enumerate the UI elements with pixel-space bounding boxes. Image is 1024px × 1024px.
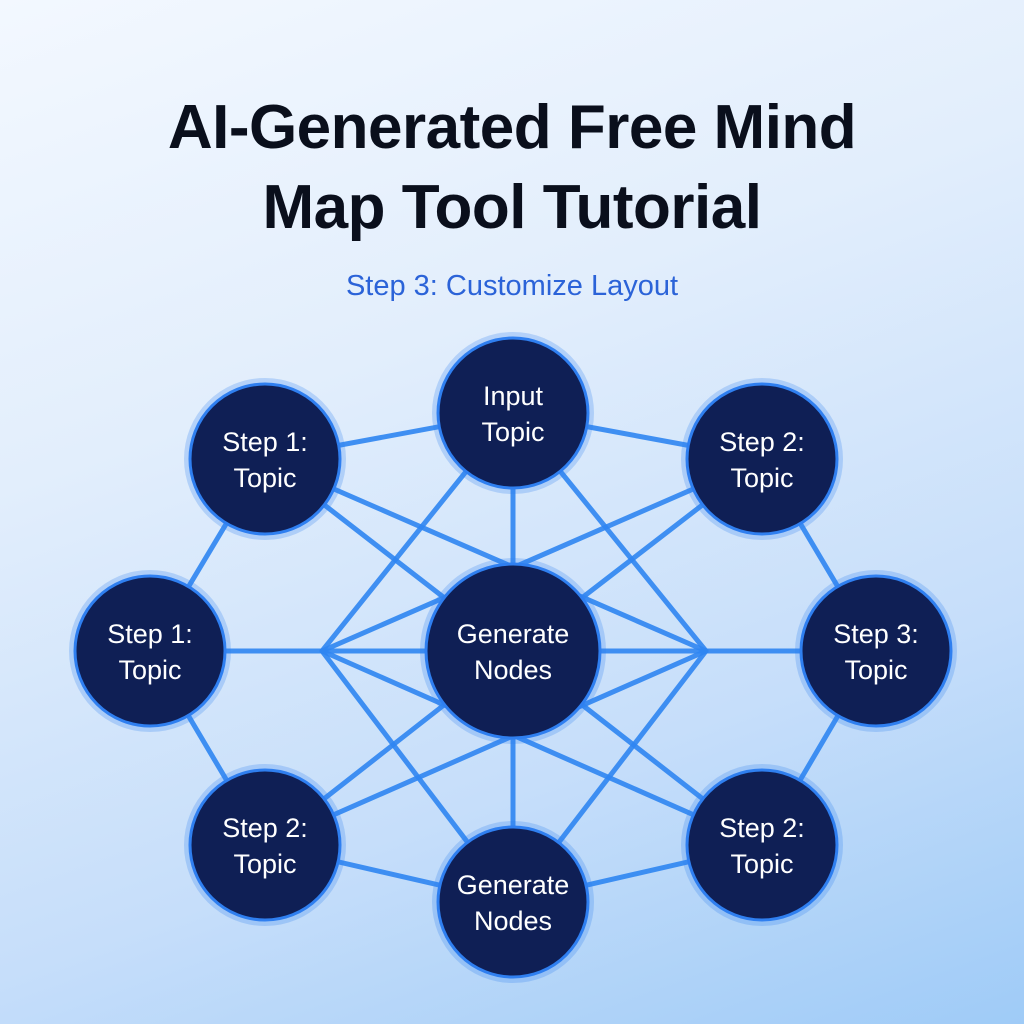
edge-22 — [262, 648, 709, 848]
title-line-1: AI-Generated Free Mind — [167, 93, 857, 162]
node-label-line-1: Generate — [457, 619, 570, 649]
node-circle — [73, 574, 227, 728]
node-label-line-1: Step 1: — [107, 619, 193, 649]
node-circle — [685, 382, 839, 536]
node-step1-top[interactable]: Step 1: Topic — [184, 378, 346, 540]
node-label-line-2: Topic — [233, 849, 296, 879]
node-step3-right[interactable]: Step 3: Topic — [795, 570, 957, 732]
node-circle — [424, 562, 602, 740]
node-label-line-1: Input — [483, 381, 544, 411]
title-line-2: Map Tool Tutorial — [262, 173, 762, 242]
node-label-line-2: Nodes — [474, 655, 552, 685]
node-label-line-2: Topic — [481, 417, 544, 447]
node-circle — [685, 768, 839, 922]
node-label-line-1: Step 2: — [719, 813, 805, 843]
node-label-line-1: Step 2: — [222, 813, 308, 843]
node-circle — [188, 768, 342, 922]
node-label-line-2: Topic — [730, 849, 793, 879]
node-step2-bottom-right[interactable]: Step 2: Topic — [681, 764, 843, 926]
node-circle — [188, 382, 342, 536]
edge-21 — [262, 456, 709, 654]
node-circle — [799, 574, 953, 728]
node-circle — [436, 825, 590, 979]
node-label-line-1: Step 1: — [222, 427, 308, 457]
node-label-line-1: Generate — [457, 870, 570, 900]
node-circle — [436, 336, 590, 490]
node-label-line-1: Step 3: — [833, 619, 919, 649]
node-step2-top[interactable]: Step 2: Topic — [681, 378, 843, 540]
node-label-line-2: Topic — [118, 655, 181, 685]
node-step2-bottom-left[interactable]: Step 2: Topic — [184, 764, 346, 926]
page-title: AI-Generated Free Mind Map Tool Tutorial — [0, 88, 1024, 248]
node-label-line-2: Topic — [730, 463, 793, 493]
node-label-line-1: Step 2: — [719, 427, 805, 457]
node-label-line-2: Nodes — [474, 906, 552, 936]
subtitle: Step 3: Customize Layout — [345, 270, 679, 302]
node-label-line-2: Topic — [844, 655, 907, 685]
edge-20 — [319, 456, 765, 654]
node-label-line-2: Topic — [233, 463, 296, 493]
edge-23 — [319, 648, 765, 848]
node-step1-left[interactable]: Step 1: Topic — [69, 570, 231, 732]
